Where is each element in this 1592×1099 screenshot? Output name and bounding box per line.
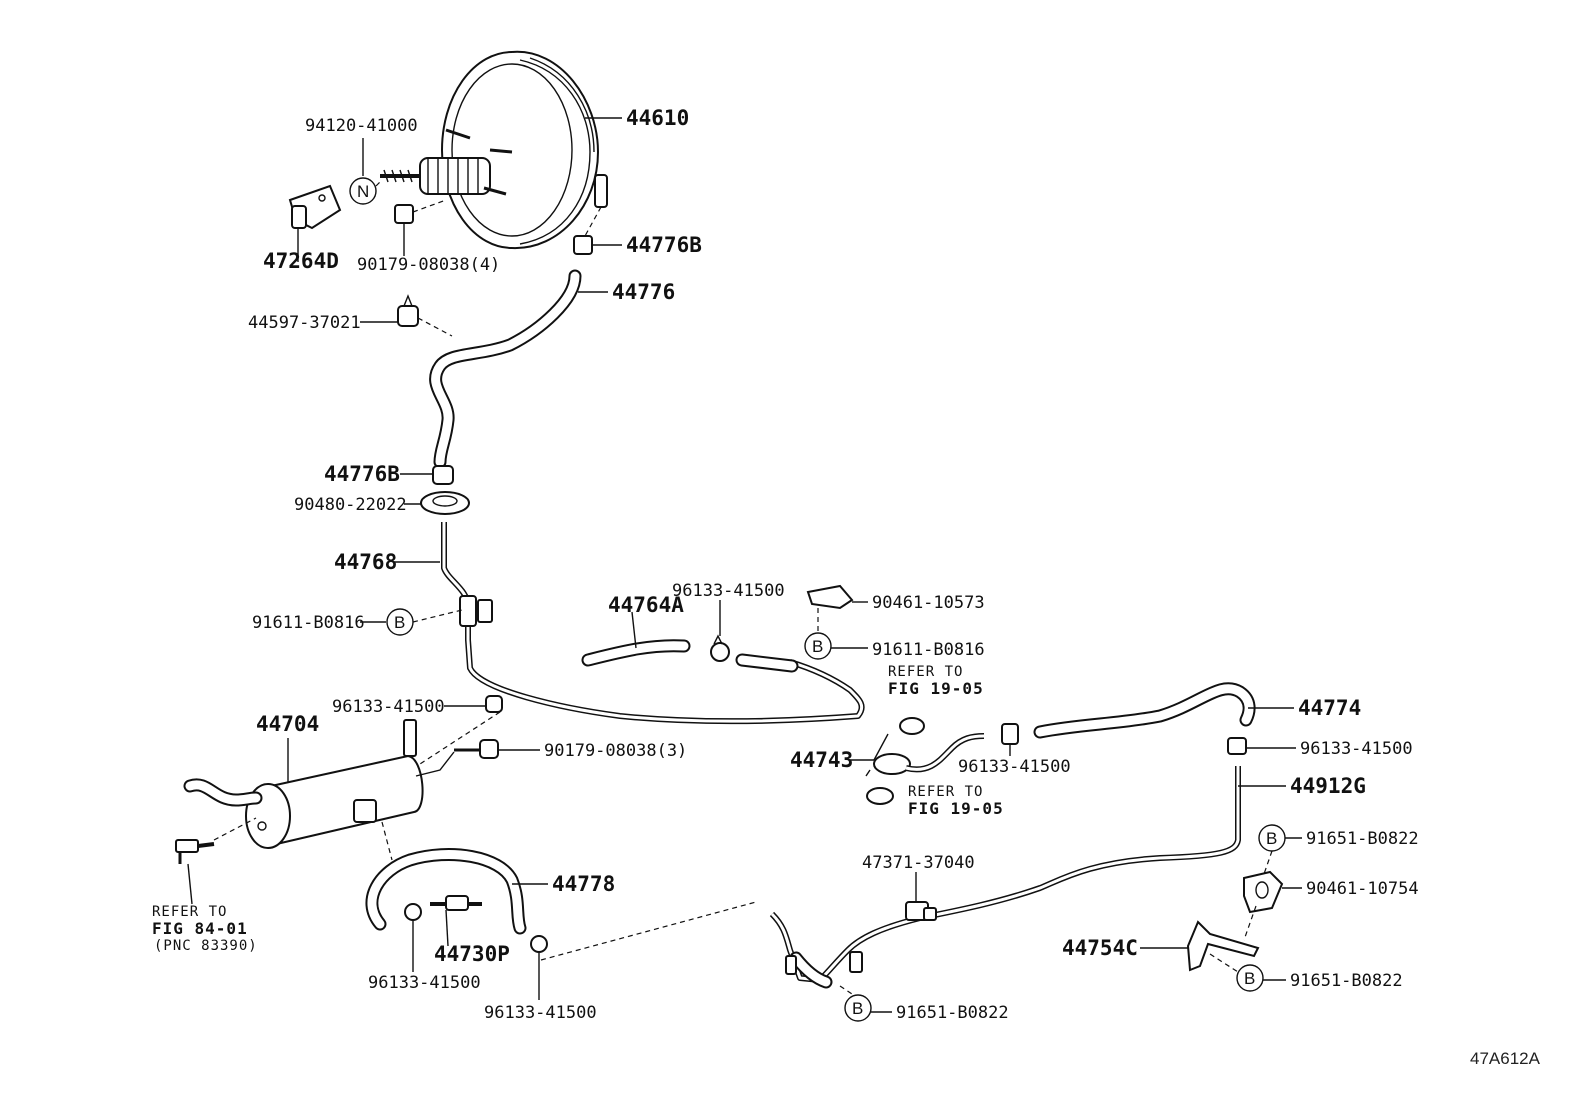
clamp-90461-10573[interactable] [806, 584, 854, 610]
clamp-44597[interactable] [397, 294, 419, 327]
vacuum-pipe-44912g[interactable] [769, 766, 1241, 989]
label-91651-b0822-right-upper: 91651-B0822 [1306, 829, 1419, 849]
label-44778: 44778 [552, 872, 615, 896]
marker-b-2: B [804, 632, 832, 660]
label-44597-37021: 44597-37021 [248, 313, 361, 333]
vacuum-hose-44776[interactable] [429, 269, 582, 469]
grommet-lower[interactable] [866, 787, 894, 805]
label-44776: 44776 [612, 280, 675, 304]
bracket-44754c[interactable] [1186, 920, 1260, 972]
label-44776b-lower: 44776B [324, 462, 400, 486]
label-44704: 44704 [256, 712, 319, 736]
nut-part[interactable] [394, 204, 414, 224]
svg-text:B: B [812, 637, 823, 656]
svg-text:B: B [1244, 969, 1255, 988]
note-refer-19-05-upper-line2: FIG 19-05 [888, 679, 984, 698]
grommet-90480[interactable] [420, 491, 470, 515]
note-refer-19-05-upper-line1: REFER TO [888, 664, 963, 680]
hose-clip-96133-middle[interactable] [1001, 723, 1019, 745]
label-90179-08038-3: 90179-08038(3) [544, 741, 687, 761]
marker-b-1: B [386, 608, 414, 636]
hose-clip-96133-right[interactable] [1227, 737, 1247, 755]
label-44768: 44768 [334, 550, 397, 574]
label-44912g: 44912G [1290, 774, 1366, 798]
label-94120-41000: 94120-41000 [305, 116, 418, 136]
marker-n: N [349, 177, 377, 205]
clevis-part[interactable] [288, 184, 342, 230]
label-44776b-upper: 44776B [626, 233, 702, 257]
label-96133-41500-lower-right: 96133-41500 [484, 1003, 597, 1023]
svg-text:N: N [357, 182, 369, 201]
note-refer-19-05-lower-line1: REFER TO [908, 784, 983, 800]
label-44764a: 44764A [608, 593, 684, 617]
svg-text:B: B [1266, 829, 1277, 848]
hose-clip-96133-left[interactable] [485, 695, 503, 713]
vacuum-canister-44704[interactable] [183, 719, 455, 849]
note-refer-19-05-lower-line2: FIG 19-05 [908, 799, 1004, 818]
marker-b-right-upper: B [1258, 824, 1286, 852]
label-44610: 44610 [626, 106, 689, 130]
label-96133-41500-right: 96133-41500 [1300, 739, 1413, 759]
marker-b-right-lower: B [1236, 964, 1264, 992]
vacuum-pipe-44768[interactable] [441, 522, 865, 725]
vacuum-hose-44774[interactable] [1033, 682, 1256, 739]
label-91611-b0816-left: 91611-B0816 [252, 613, 365, 633]
note-refer-84-01-line2: FIG 84-01 [152, 919, 248, 938]
figure-id: 47A612A [1470, 1049, 1541, 1068]
label-44754c: 44754C [1062, 936, 1138, 960]
hose-clip-96133-lower-left[interactable] [404, 903, 422, 921]
label-90461-10754: 90461-10754 [1306, 879, 1419, 899]
label-90179-08038-4: 90179-08038(4) [357, 255, 500, 275]
clamp-47371[interactable] [905, 901, 937, 921]
note-refer-84-01-line3: (PNC 83390) [154, 938, 258, 954]
label-91651-b0822-right-lower: 91651-B0822 [1290, 971, 1403, 991]
label-91611-b0816-right: 91611-B0816 [872, 640, 985, 660]
hose-clip-96133-upper[interactable] [710, 634, 730, 662]
note-refer-84-01-line1: REFER TO [152, 904, 227, 920]
marker-b-bottom: B [844, 994, 872, 1022]
vacuum-valve-44743[interactable] [865, 733, 985, 777]
hose-connector-lower[interactable] [432, 465, 454, 485]
clamp-90461-10754[interactable] [1243, 870, 1284, 914]
label-47264d: 47264D [263, 249, 339, 273]
check-valve-44730p[interactable] [430, 895, 482, 911]
hose-clip-96133-lower-right[interactable] [530, 935, 548, 953]
svg-text:B: B [852, 999, 863, 1018]
label-96133-41500-lower-left: 96133-41500 [368, 973, 481, 993]
brake-booster-assembly[interactable] [380, 50, 608, 250]
vacuum-hose-44778[interactable] [365, 848, 527, 935]
label-96133-41500-upper: 96133-41500 [672, 581, 785, 601]
label-44774: 44774 [1298, 696, 1361, 720]
hose-connector-upper[interactable] [573, 235, 593, 255]
grommet-upper[interactable] [899, 717, 925, 735]
svg-text:B: B [394, 613, 405, 632]
label-96133-41500-left: 96133-41500 [332, 697, 445, 717]
label-96133-41500-middle: 96133-41500 [958, 757, 1071, 777]
label-47371-37040: 47371-37040 [862, 853, 975, 873]
label-90480-22022: 90480-22022 [294, 495, 407, 515]
label-90461-10573: 90461-10573 [872, 593, 985, 613]
vacuum-sensor[interactable] [175, 839, 215, 864]
label-44743: 44743 [790, 748, 853, 772]
vacuum-hose-44764a[interactable] [581, 639, 691, 667]
nut-part-90179-3[interactable] [479, 739, 499, 759]
label-91651-b0822-bottom: 91651-B0822 [896, 1003, 1009, 1023]
label-44730p: 44730P [434, 942, 510, 966]
